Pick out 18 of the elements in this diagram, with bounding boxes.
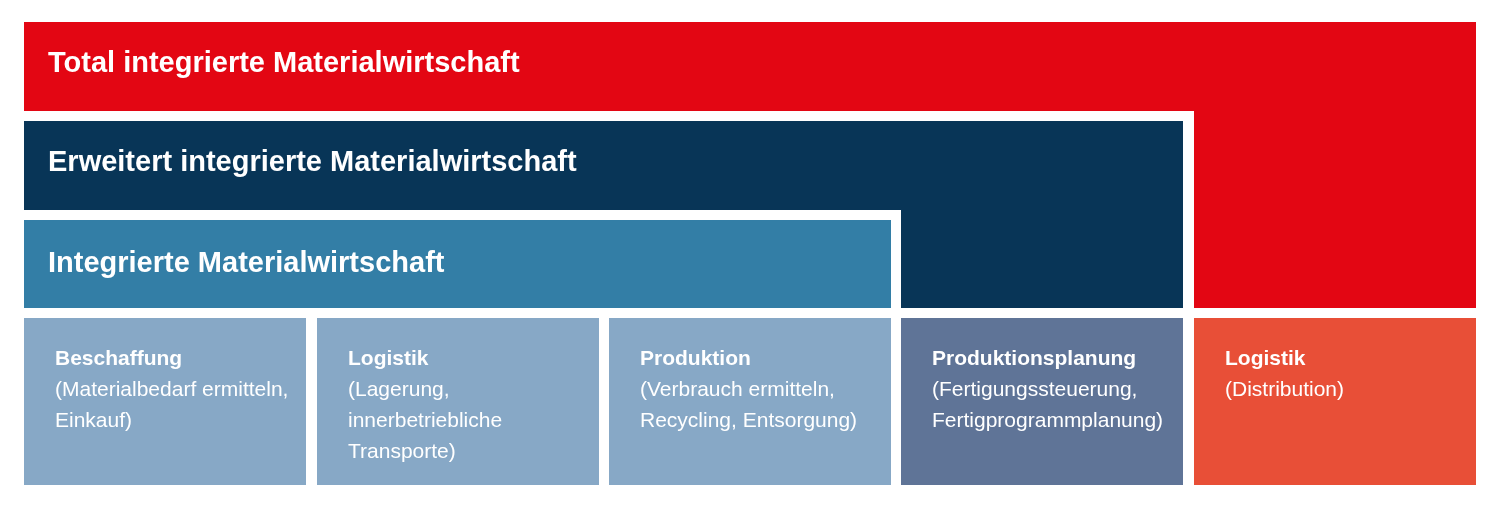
area-heading: Produktion	[640, 345, 751, 371]
area-description: (Materialbedarf ermitteln, Einkauf)	[55, 376, 290, 433]
level-title: Total integrierte Materialwirtschaft	[48, 46, 520, 79]
area-card	[901, 318, 1183, 485]
area-description: (Fertigungssteuerung, Fertigprogrammplanung)	[932, 376, 1165, 433]
area-description: (Verbrauch ermitteln, Recycling, Entsorgung)	[640, 376, 859, 433]
area-description: (Distribution)	[1225, 376, 1345, 402]
area-card	[1194, 318, 1476, 485]
level-title: Erweitert integrierte Materialwirtschaft	[48, 145, 577, 178]
area-card	[24, 318, 306, 485]
area-card	[317, 318, 599, 485]
area-heading: Produktionsplanung	[932, 345, 1137, 371]
area-card	[609, 318, 891, 485]
area-description: (Lagerung, innerbetriebliche Transporte)	[348, 376, 504, 464]
area-heading: Beschaffung	[55, 345, 183, 371]
level-title: Integrierte Materialwirtschaft	[48, 246, 445, 279]
area-heading: Logistik	[348, 345, 429, 371]
area-heading: Logistik	[1225, 345, 1306, 371]
